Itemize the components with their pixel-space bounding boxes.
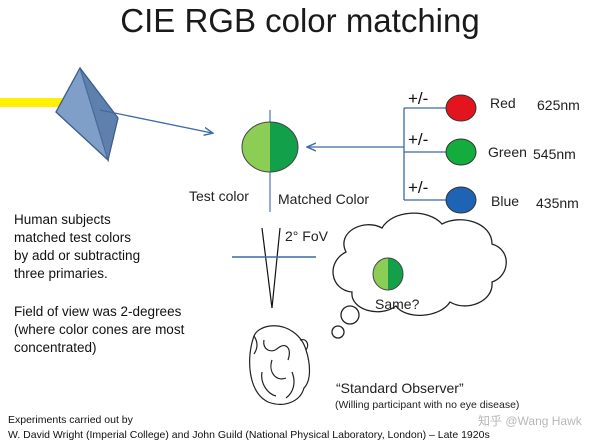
cloud-split-circle	[372, 257, 404, 291]
footer-line-2: W. David Wright (Imperial College) and J…	[8, 429, 490, 441]
observer-head-icon	[249, 325, 311, 405]
field-of-view-text: Field of view was 2-degrees (where color…	[14, 304, 185, 355]
thought-cloud	[331, 212, 507, 339]
observer-note: (Willing participant with no eye disease…	[335, 399, 520, 411]
blue-wavelength: 435nm	[536, 195, 579, 211]
prism-icon	[55, 66, 119, 163]
prism-to-test-arrow	[99, 109, 212, 133]
red-name: Red	[490, 95, 516, 111]
green-name: Green	[488, 144, 527, 160]
split-color-circle	[241, 121, 299, 173]
description-text: Human subjects matched test colors by ad…	[14, 212, 141, 281]
footer-line-1: Experiments carried out by	[8, 414, 133, 426]
fov-ray-left	[261, 227, 273, 309]
red-wavelength: 625nm	[537, 97, 580, 113]
green-primary-circle	[445, 138, 477, 166]
blue-plus-minus: +/-	[408, 178, 429, 197]
test-color-label: Test color	[189, 188, 249, 204]
fov-ray-right	[271, 227, 281, 309]
blue-name: Blue	[491, 193, 520, 209]
light-beam	[0, 98, 80, 107]
red-plus-minus: +/-	[408, 89, 429, 108]
blue-primary-circle	[445, 186, 477, 214]
green-plus-minus: +/-	[408, 130, 429, 149]
standard-observer-label: “Standard Observer”	[336, 380, 464, 396]
watermark: 知乎 @Wang Hawk	[478, 414, 582, 428]
slide-title: CIE RGB color matching	[120, 2, 480, 39]
matched-color-label: Matched Color	[278, 191, 370, 207]
fov-label: 2° FoV	[285, 228, 328, 244]
same-label: Same?	[375, 296, 420, 312]
green-wavelength: 545nm	[533, 146, 576, 162]
red-primary-circle	[445, 94, 477, 122]
